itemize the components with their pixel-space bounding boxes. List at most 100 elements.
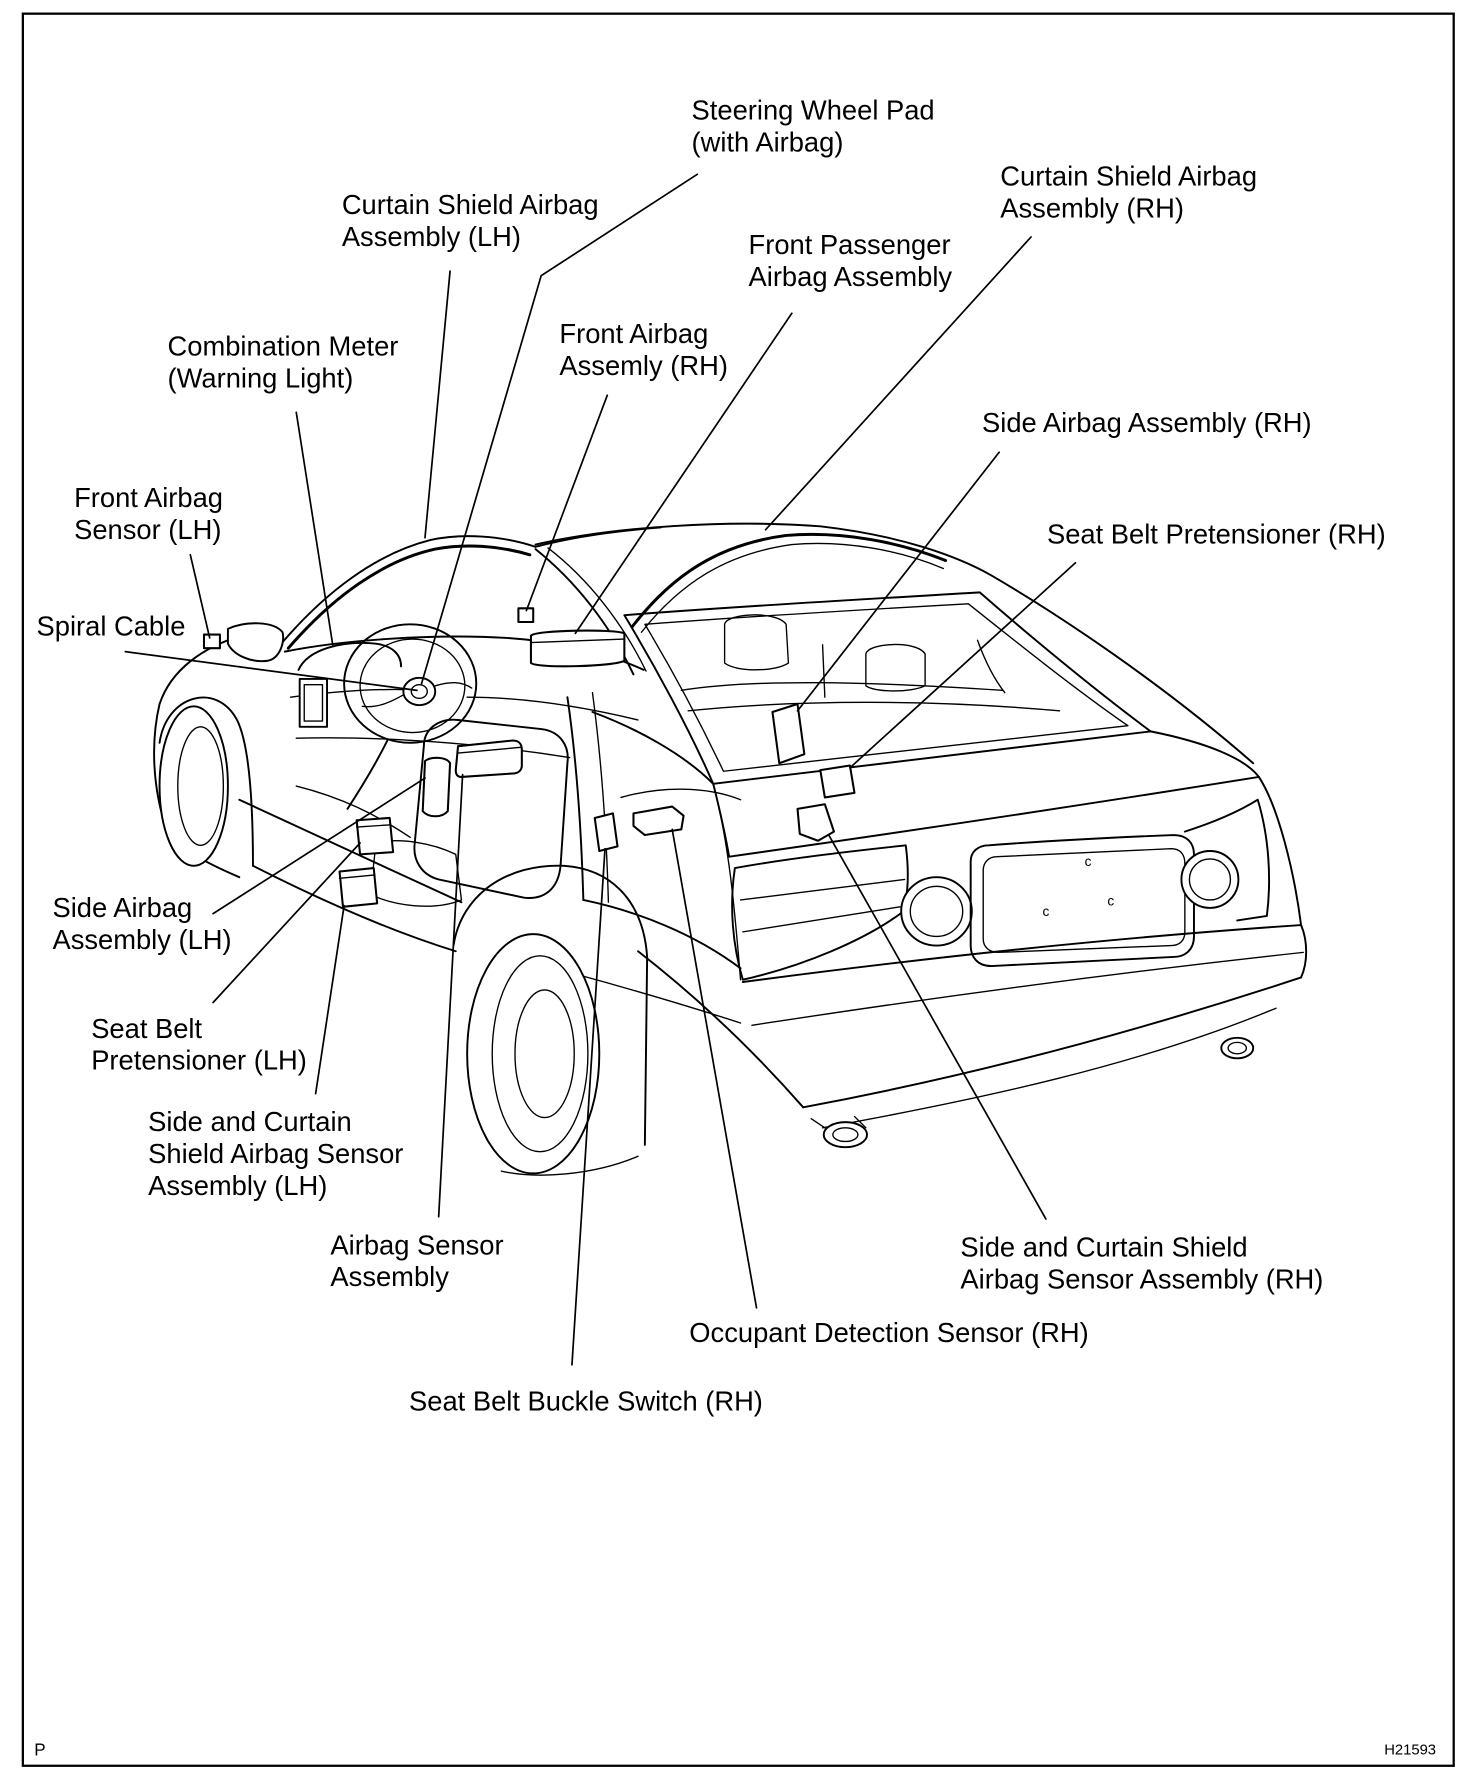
label-curtain-shield-airbag-lh-line-2: Assembly (LH)	[342, 221, 521, 252]
rear-tire-ground-line	[500, 1155, 639, 1176]
rear-seat-side-bolster	[976, 639, 1006, 694]
label-steering-wheel-pad-line-2: (with Airbag)	[692, 127, 844, 158]
label-combination-meter-line-1: Combination Meter	[168, 330, 399, 361]
front-passenger-airbag-box-edge	[530, 638, 626, 644]
reverse-light-left-outer	[900, 876, 973, 947]
underbody-line	[821, 1007, 1277, 1129]
label-front-airbag-rh-line-1: Front Airbag	[559, 318, 708, 349]
side-curtain-sensor-lh-box	[338, 867, 379, 908]
label-side-airbag-rh: Side Airbag Assembly (RH)	[982, 407, 1312, 438]
bumper-face-line	[751, 951, 1305, 1026]
rear-tire-inner	[491, 955, 589, 1153]
bumper-right-end	[1300, 924, 1308, 979]
b-pillar-near-rear	[591, 691, 610, 903]
rear-seatback-lower	[687, 701, 1061, 712]
label-side-curtain-sensor-rh-line-2: Airbag Sensor Assembly (RH)	[960, 1263, 1323, 1294]
exhaust-left-pipe	[810, 1115, 867, 1129]
far-a-pillar-inner	[547, 547, 647, 672]
rear-door-rear-edge	[712, 783, 742, 981]
leader-seat-belt-pretensioner-rh	[849, 561, 1077, 769]
car-drawing: c c c	[153, 522, 1308, 1176]
curtain-airbag-lh-line	[286, 544, 532, 650]
seat-belt-pretensioner-rh-box	[819, 764, 856, 799]
exhaust-right-outer	[1220, 1036, 1255, 1060]
rear-lamp-left-lens-line-1	[739, 878, 906, 901]
seat-belt-pretensioner-lh-box	[355, 816, 395, 856]
rear-tire-outer	[466, 933, 601, 1175]
label-side-curtain-sensor-lh-line-1: Side and Curtain	[148, 1106, 352, 1137]
side-airbag-lh-box	[421, 756, 452, 818]
license-plate-recess-outer	[969, 834, 1195, 968]
label-front-passenger-airbag-line-2: Airbag Assembly	[749, 261, 953, 292]
label-seat-belt-pretensioner-rh: Seat Belt Pretensioner (RH)	[1047, 518, 1386, 549]
trunk-deck-rear-edge	[728, 775, 1260, 858]
front-airbag-sensor-lh-box	[202, 633, 221, 650]
steering-column	[346, 739, 389, 810]
leader-side-curtain-sensor-lh	[314, 904, 345, 1095]
bumper-top-crease	[741, 924, 1303, 983]
spiral-cable-center	[410, 683, 428, 700]
curtain-airbag-rh-inner-line	[640, 542, 945, 633]
trunk-emblem-right: c	[1107, 894, 1114, 909]
rear-headrest-left	[723, 614, 790, 671]
label-occupant-detection-sensor-rh: Occupant Detection Sensor (RH)	[689, 1317, 1088, 1348]
figure-code: H21593	[1384, 1742, 1436, 1758]
steering-spoke-right	[434, 681, 473, 689]
instrument-hood	[297, 642, 403, 671]
combination-meter-face	[303, 683, 324, 722]
label-seat-belt-pretensioner-lh-line-1: Seat Belt	[91, 1013, 202, 1044]
roof-near-rail	[279, 535, 537, 646]
label-side-curtain-sensor-lh-line-2: Shield Airbag Sensor	[148, 1138, 403, 1169]
side-airbag-rh-box	[771, 703, 806, 765]
dashboard-lower-right	[466, 696, 639, 721]
leader-front-airbag-rh	[525, 394, 609, 612]
label-front-airbag-sensor-lh-line-2: Sensor (LH)	[74, 514, 221, 545]
front-seat-back	[413, 718, 569, 899]
front-tire-inner	[177, 726, 225, 846]
rear-seatback-top	[680, 681, 1004, 692]
figure-frame	[21, 12, 1455, 1767]
exhaust-left-outer	[822, 1121, 868, 1149]
door-sill-upper	[238, 798, 463, 904]
side-mirror	[226, 622, 285, 663]
reverse-light-left-inner	[909, 885, 964, 938]
rear-wheel-hub	[514, 989, 575, 1119]
leader-occupant-detection-sensor-rh	[671, 828, 758, 1309]
label-front-airbag-rh-line-2: Assemly (RH)	[559, 350, 728, 381]
steering-wheel-inner	[359, 638, 466, 734]
front-wheel-arch	[158, 696, 254, 867]
side-character-line	[574, 973, 742, 1024]
rear-lamp-left-lens-line-2	[742, 906, 901, 933]
rear-headrest-right	[865, 643, 926, 692]
side-curtain-sensor-lh-box-edge	[338, 874, 376, 880]
rear-lamp-right	[1183, 798, 1270, 922]
license-plate-recess-inner	[982, 848, 1186, 954]
rear-door-belt-line	[591, 711, 715, 785]
trunk-emblem-left: c	[1042, 904, 1049, 919]
label-front-airbag-sensor-lh-line-1: Front Airbag	[74, 482, 223, 513]
door-sill-lower	[252, 864, 457, 953]
front-airbag-rh-box	[517, 607, 535, 624]
front-passenger-airbag-box	[529, 629, 626, 668]
rear-door-lower-edge	[582, 899, 742, 970]
seat-belt-pretensioner-lh-box-edge	[355, 824, 392, 828]
airbag-sensor-assembly-box	[454, 739, 523, 778]
rear-wheel-arch	[452, 864, 649, 1146]
seat-belt-buckle-switch-rh-box	[593, 812, 619, 853]
label-front-passenger-airbag-line-1: Front Passenger	[749, 229, 951, 260]
rear-lamp-left	[731, 844, 909, 981]
rear-quarter-side	[637, 950, 805, 1109]
steering-spoke-left	[361, 694, 405, 708]
airbag-components	[202, 607, 856, 908]
steering-wheel-outer	[343, 623, 478, 744]
leader-combination-meter	[295, 411, 334, 646]
label-side-airbag-lh-line-1: Side Airbag	[52, 892, 192, 923]
front-seat-cushion	[369, 840, 463, 907]
label-airbag-sensor-assembly-line-2: Assembly	[330, 1261, 449, 1292]
rear-window-outer	[623, 591, 1152, 785]
leader-seat-belt-pretensioner-lh	[212, 842, 361, 1004]
leader-front-passenger-airbag	[574, 312, 793, 635]
label-spiral-cable: Spiral Cable	[37, 611, 186, 642]
label-seat-belt-pretensioner-lh-line-2: Pretensioner (LH)	[91, 1045, 307, 1076]
